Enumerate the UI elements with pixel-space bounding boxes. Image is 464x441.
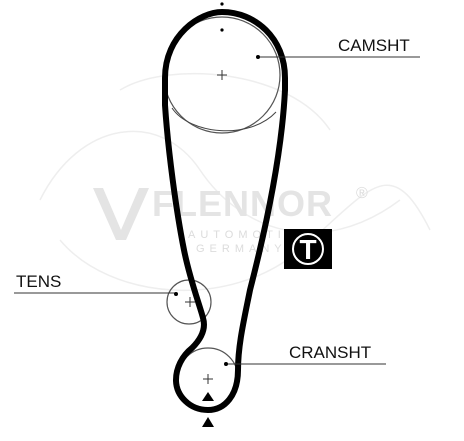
watermark-mark-icon <box>93 188 149 240</box>
tensioner-label: TENS <box>16 272 61 291</box>
crankshaft-label: CRANSHT <box>289 343 371 362</box>
crankshaft-reference-arrow-icon <box>202 417 214 427</box>
camshaft-belt-arc <box>171 107 277 132</box>
crankshaft-timing-arrow-icon <box>202 392 214 401</box>
watermark-swirls <box>39 72 431 292</box>
camshaft-inner-mark <box>220 28 224 32</box>
tensioner-center-icon <box>185 297 195 307</box>
camshaft-label: CAMSHT <box>338 36 410 55</box>
camshaft-center-icon <box>217 70 227 80</box>
crankshaft-leader <box>224 362 386 366</box>
watermark-registered: ® <box>356 185 368 202</box>
tensioner-type-badge: T <box>284 229 332 269</box>
watermark-tagline-2: GERMANY <box>196 243 287 255</box>
camshaft-leader <box>256 55 420 59</box>
crankshaft-center-icon <box>203 374 213 384</box>
camshaft-top-mark <box>220 2 224 6</box>
tensioner-leader <box>14 292 178 296</box>
badge-letter: T <box>299 234 316 265</box>
watermark-logo: FLENNOR ® AUTOMOTIVE GERMANY <box>93 183 368 255</box>
watermark-brand: FLENNOR <box>152 183 333 224</box>
timing-belt <box>162 9 288 413</box>
watermark-tagline-1: AUTOMOTIVE <box>188 229 311 241</box>
